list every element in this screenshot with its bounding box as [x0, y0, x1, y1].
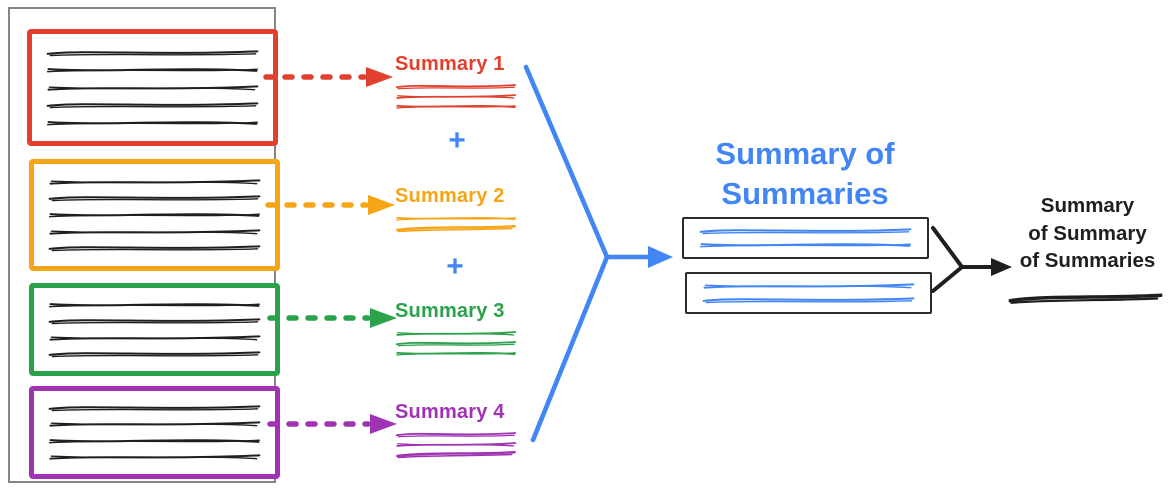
summary-1-label: Summary 1	[395, 53, 505, 75]
dashed-arrow-chunk1-to-summary1	[263, 67, 393, 87]
plus-icon-1: +	[448, 124, 466, 157]
source-document-stack	[8, 7, 280, 483]
final-line-3: of Summaries	[1019, 249, 1156, 272]
text-scribble-line	[702, 296, 915, 304]
summary-2-label: Summary 2	[395, 185, 505, 207]
combined-summary-box-2	[685, 272, 932, 314]
summary-4-group: Summary 4	[395, 401, 517, 459]
merge-funnel-arrow	[523, 64, 673, 443]
document-chunk-2	[29, 159, 280, 271]
text-scribble-line	[703, 283, 915, 290]
text-scribble-line	[49, 334, 261, 341]
final-summary-label: Summary of Summary of Summaries	[1000, 192, 1170, 275]
summary-2-group: Summary 2	[395, 185, 517, 233]
text-scribble-line	[48, 213, 261, 218]
text-scribble-line	[699, 242, 912, 248]
summary-of-summaries-title: Summary of Summaries	[665, 134, 945, 214]
final-line-1: Summary	[1040, 194, 1135, 217]
text-scribble-line	[48, 195, 261, 202]
text-scribble-line	[49, 454, 261, 460]
text-scribble-line	[48, 351, 261, 358]
final-summary-scribble	[1007, 293, 1164, 305]
document-chunk-4	[29, 386, 280, 479]
summary-4-label: Summary 4	[395, 401, 505, 423]
text-scribble-line	[49, 228, 261, 235]
document-chunk-1	[27, 29, 278, 146]
text-scribble-line	[699, 228, 912, 235]
title-line-2: Summaries	[721, 176, 889, 211]
final-line-2: of Summary	[1028, 221, 1147, 245]
text-scribble-line	[48, 405, 261, 412]
text-scribble-line	[48, 303, 261, 308]
text-scribble-line	[48, 245, 261, 252]
summary-3-group: Summary 3	[395, 300, 517, 358]
summary-2-scribble	[395, 214, 517, 233]
text-scribble-line	[47, 84, 259, 91]
final-merge-arrow	[931, 226, 1012, 293]
text-scribble-line	[49, 421, 261, 428]
dashed-arrow-chunk2-to-summary2	[265, 195, 395, 215]
summary-4-scribble	[395, 430, 517, 459]
summary-1-group: Summary 1	[395, 53, 517, 111]
summary-3-label: Summary 3	[395, 300, 505, 322]
combined-summary-box-1	[682, 217, 929, 259]
dashed-arrow-chunk3-to-summary3	[267, 308, 397, 328]
text-scribble-line	[46, 120, 259, 126]
text-scribble-line	[49, 178, 261, 185]
text-scribble-line	[48, 318, 261, 325]
plus-icon-2: +	[446, 250, 464, 283]
document-chunk-3	[29, 283, 280, 376]
title-line-1: Summary of	[715, 136, 895, 171]
text-scribble-line	[48, 438, 261, 444]
summary-3-scribble	[395, 329, 517, 358]
dashed-arrow-chunk4-to-summary4	[267, 414, 397, 434]
summary-1-scribble	[395, 82, 517, 111]
text-scribble-line	[46, 68, 259, 73]
text-scribble-line	[46, 102, 259, 109]
text-scribble-line	[46, 49, 259, 57]
